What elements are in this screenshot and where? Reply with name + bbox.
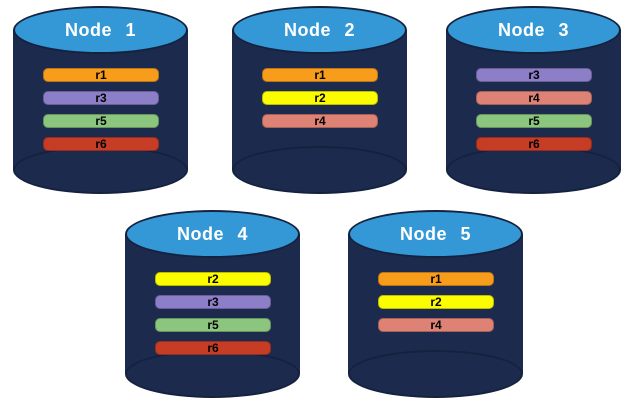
cylinder-top-ellipse: Node 3 (446, 6, 621, 54)
replica-label: r6 (528, 137, 540, 151)
replica-bar-r5: r5 (43, 114, 159, 128)
replica-label: r6 (95, 137, 107, 151)
node-title: Node 5 (399, 223, 471, 244)
replica-list: r3 r4 r5 r6 (476, 68, 592, 160)
database-cylinder-node-2: Node 2 r1 r2 r4 (232, 6, 407, 194)
database-cylinder-node-3: Node 3 r3 r4 r5 r6 (446, 6, 621, 194)
replica-label: r5 (207, 318, 219, 332)
cylinder-top-ellipse: Node 4 (125, 210, 300, 258)
replica-list: r1 r2 r4 (378, 272, 494, 341)
cylinder-top-ellipse: Node 5 (348, 210, 523, 258)
replica-bar-r2: r2 (262, 91, 378, 105)
replica-list: r1 r2 r4 (262, 68, 378, 137)
cylinder-top-ellipse: Node 2 (232, 6, 407, 54)
replica-bar-r4: r4 (378, 318, 494, 332)
database-cylinder-node-1: Node 1 r1 r3 r5 r6 (13, 6, 188, 194)
replica-bar-r6: r6 (155, 341, 271, 355)
replica-label: r2 (207, 272, 219, 286)
cylinder-top-ellipse: Node 1 (13, 6, 188, 54)
replica-label: r3 (207, 295, 219, 309)
database-cylinder-node-4: Node 4 r2 r3 r5 r6 (125, 210, 300, 398)
replica-bar-r3: r3 (43, 91, 159, 105)
replica-list: r1 r3 r5 r6 (43, 68, 159, 160)
node-title: Node 3 (497, 19, 569, 40)
node-title: Node 1 (64, 19, 136, 40)
replica-label: r1 (430, 272, 442, 286)
replica-bar-r1: r1 (262, 68, 378, 82)
replica-label: r3 (95, 91, 107, 105)
replica-bar-r2: r2 (378, 295, 494, 309)
database-cylinder-node-5: Node 5 r1 r2 r4 (348, 210, 523, 398)
replica-label: r5 (95, 114, 107, 128)
replica-label: r1 (314, 68, 326, 82)
replica-bar-r5: r5 (476, 114, 592, 128)
replica-bar-r1: r1 (43, 68, 159, 82)
cylinder-bottom-ellipse (232, 146, 407, 194)
replica-label: r4 (430, 318, 442, 332)
replica-label: r2 (314, 91, 326, 105)
node-title: Node 2 (283, 19, 355, 40)
replica-label: r6 (207, 341, 219, 355)
replica-bar-r3: r3 (155, 295, 271, 309)
replica-label: r1 (95, 68, 107, 82)
replica-label: r3 (528, 68, 540, 82)
replica-bar-r6: r6 (43, 137, 159, 151)
replica-list: r2 r3 r5 r6 (155, 272, 271, 364)
replica-bar-r2: r2 (155, 272, 271, 286)
replica-label: r2 (430, 295, 442, 309)
replica-bar-r4: r4 (476, 91, 592, 105)
replica-bar-r4: r4 (262, 114, 378, 128)
cylinder-bottom-ellipse (348, 350, 523, 398)
replica-bar-r3: r3 (476, 68, 592, 82)
replica-bar-r1: r1 (378, 272, 494, 286)
replica-label: r4 (314, 114, 326, 128)
replica-bar-r6: r6 (476, 137, 592, 151)
replica-label: r4 (528, 91, 540, 105)
node-title: Node 4 (176, 223, 248, 244)
replica-bar-r5: r5 (155, 318, 271, 332)
replica-label: r5 (528, 114, 540, 128)
